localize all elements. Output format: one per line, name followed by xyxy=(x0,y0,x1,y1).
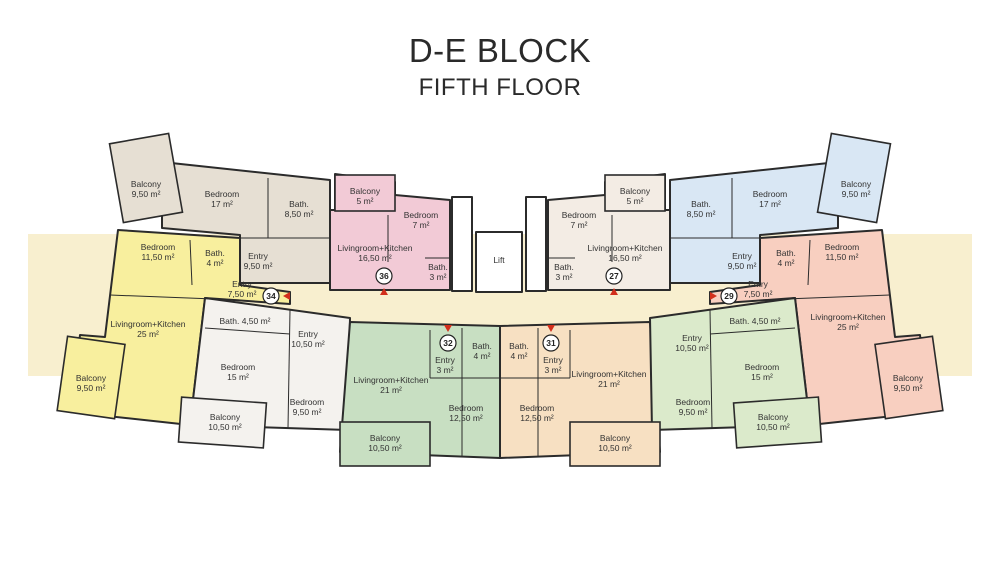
entry-arrow xyxy=(444,325,452,332)
room-label: Bath. 4,50 m² xyxy=(729,316,780,326)
unit-badge xyxy=(720,287,738,305)
balcony-top-left xyxy=(108,132,184,224)
unit-number: 27 xyxy=(609,271,619,281)
balcony-top-right xyxy=(816,132,892,224)
entry-arrow xyxy=(547,325,555,332)
unit-number: 34 xyxy=(266,291,276,301)
balcony-34 xyxy=(56,335,126,420)
unit-number: 29 xyxy=(724,291,734,301)
page-title: D-E BLOCK xyxy=(408,32,592,69)
entry-arrow xyxy=(283,292,290,300)
balcony-27 xyxy=(604,174,666,212)
unit-badge xyxy=(375,267,393,285)
unit-badges: 36 27 34 29 32 31 xyxy=(262,267,738,352)
room-label: Bath.8,50 m² xyxy=(285,199,314,219)
room-label: Bath.4 m² xyxy=(509,341,529,361)
unit-number: 32 xyxy=(443,338,453,348)
entry-arrow xyxy=(710,292,717,300)
unit-badge xyxy=(439,334,457,352)
lift-label: Lift xyxy=(493,255,505,265)
balcony-mid-left xyxy=(177,396,268,449)
balcony-mid-right xyxy=(732,396,823,449)
lift-shaft xyxy=(475,231,523,293)
room-label: Bath.3 m² xyxy=(554,262,574,282)
room-label: Bath.4 m² xyxy=(776,248,796,268)
balcony-31 xyxy=(569,421,661,467)
page-subtitle: FIFTH FLOOR xyxy=(418,74,582,101)
interior-walls xyxy=(109,178,891,456)
room-label: Bath. 4,50 m² xyxy=(219,316,270,326)
room-label: Bath.3 m² xyxy=(428,262,448,282)
unit-badge xyxy=(262,287,280,305)
unit-badge xyxy=(605,267,623,285)
left-stair xyxy=(451,196,473,292)
unit-number: 31 xyxy=(546,338,556,348)
room-label: Bath.4 m² xyxy=(472,341,492,361)
right-stair xyxy=(525,196,547,292)
balcony-36 xyxy=(334,174,396,212)
balcony-29 xyxy=(874,335,944,420)
room-label: Bath.4 m² xyxy=(205,248,225,268)
unit-badge xyxy=(542,334,560,352)
entry-arrow xyxy=(610,288,618,295)
balcony-32 xyxy=(339,421,431,467)
room-label: Bath.8,50 m² xyxy=(687,199,716,219)
balconies xyxy=(56,132,944,467)
entry-arrow xyxy=(380,288,388,295)
unit-number: 36 xyxy=(379,271,389,281)
